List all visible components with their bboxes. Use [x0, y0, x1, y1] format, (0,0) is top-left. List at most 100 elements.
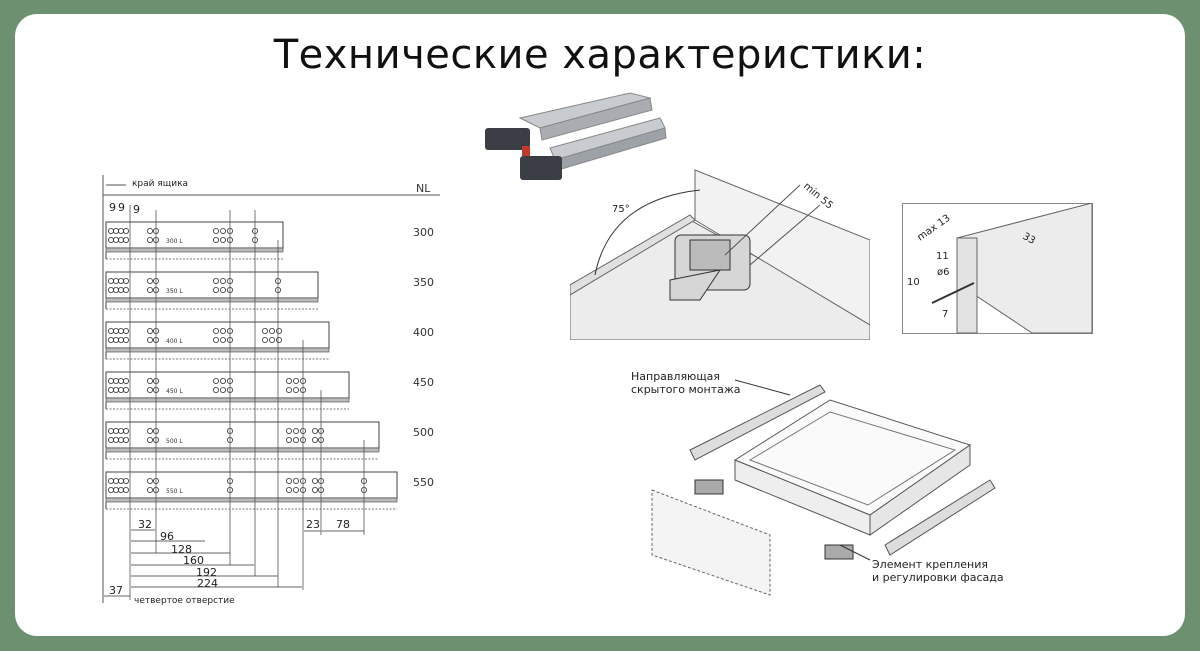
mounting-hole — [146, 486, 153, 493]
dim-10-label: 10 — [907, 277, 920, 288]
mounting-hole — [146, 227, 153, 234]
mounting-hole — [212, 236, 219, 243]
rail-nl-label: 550 — [413, 476, 434, 489]
mounting-hole — [123, 286, 130, 293]
mounting-hole — [311, 427, 318, 434]
fastener-label-line-1: Элемент крепления — [872, 558, 988, 571]
dim-9a: 9 — [109, 201, 116, 214]
mounting-hole — [285, 436, 292, 443]
dim-32: 32 — [138, 518, 152, 531]
dim-11-label: 11 — [936, 251, 949, 262]
mounting-hole — [146, 377, 153, 384]
fastener-label: Элемент крепления и регулировки фасада — [872, 558, 1004, 584]
dim-192: 192 — [196, 566, 217, 579]
dim-9c: 9 — [133, 203, 140, 216]
rail-mark: 400 L — [166, 338, 183, 345]
mounting-hole — [219, 286, 226, 293]
mounting-hole — [292, 436, 299, 443]
mounting-hole — [285, 427, 292, 434]
mounting-hole — [292, 486, 299, 493]
mounting-hole — [268, 336, 275, 343]
runner-label: Направляющая скрытого монтажа — [631, 370, 741, 396]
dim-78: 78 — [336, 518, 350, 531]
mounting-hole — [285, 486, 292, 493]
runner-label-line-2: скрытого монтажа — [631, 383, 741, 396]
dia-6-label: ø6 — [937, 267, 949, 278]
mounting-hole — [219, 327, 226, 334]
mounting-hole — [285, 386, 292, 393]
mounting-hole — [219, 236, 226, 243]
rail-mark: 350 L — [166, 288, 183, 295]
dim-96: 96 — [160, 530, 174, 543]
mounting-hole — [212, 277, 219, 284]
mounting-hole — [123, 277, 130, 284]
dim-224: 224 — [197, 577, 218, 590]
mounting-hole — [311, 486, 318, 493]
mounting-hole — [123, 436, 130, 443]
dim-23: 23 — [306, 518, 320, 531]
rail-nl-label: 450 — [413, 376, 434, 389]
assembly-diagram — [651, 379, 996, 596]
mounting-hole — [123, 227, 130, 234]
rail-mark: 300 L — [166, 238, 183, 245]
mounting-hole — [123, 477, 130, 484]
rail-550: 550 L 550 — [105, 471, 434, 510]
mounting-hole — [219, 277, 226, 284]
mounting-hole — [212, 377, 219, 384]
nl-header: NL — [416, 182, 431, 195]
rail-nl-label: 500 — [413, 426, 434, 439]
page-title: Технические характеристики: — [273, 32, 927, 78]
mounting-hole — [123, 386, 130, 393]
rail-mark: 500 L — [166, 438, 183, 445]
mounting-hole — [146, 477, 153, 484]
mounting-hole — [219, 336, 226, 343]
mounting-hole — [146, 286, 153, 293]
mounting-hole — [146, 436, 153, 443]
mounting-hole — [212, 336, 219, 343]
mounting-hole — [146, 386, 153, 393]
mounting-hole — [311, 477, 318, 484]
mounting-hole — [146, 427, 153, 434]
mounting-hole — [292, 477, 299, 484]
drilling-detail-diagram: max 13 33 11 10 ø6 7 — [902, 203, 1093, 334]
mounting-hole — [123, 327, 130, 334]
rail-450: 450 L 450 — [105, 371, 434, 410]
rail-nl-label: 400 — [413, 326, 434, 339]
mounting-hole — [285, 477, 292, 484]
mounting-hole — [212, 386, 219, 393]
dim-37: 37 — [109, 584, 123, 597]
rail-mark: 550 L — [166, 488, 183, 495]
mounting-hole — [311, 436, 318, 443]
mounting-hole — [123, 236, 130, 243]
rail-400: 400 L 400 — [105, 321, 434, 360]
mounting-hole — [146, 277, 153, 284]
mounting-hole — [123, 377, 130, 384]
dim-7-label: 7 — [942, 309, 948, 320]
mounting-hole — [212, 286, 219, 293]
rail-500: 500 L 500 — [105, 421, 434, 460]
mounting-hole — [268, 327, 275, 334]
runner-product-image — [485, 92, 667, 180]
mounting-hole — [219, 377, 226, 384]
dim-160: 160 — [183, 554, 204, 567]
mounting-hole — [292, 386, 299, 393]
mounting-hole — [146, 327, 153, 334]
mounting-hole — [261, 336, 268, 343]
mounting-hole — [292, 427, 299, 434]
mounting-hole — [285, 377, 292, 384]
mounting-hole — [275, 327, 282, 334]
dim-128: 128 — [171, 543, 192, 556]
mounting-hole — [123, 336, 130, 343]
mounting-hole — [219, 386, 226, 393]
mounting-hole — [146, 236, 153, 243]
rail-mark: 450 L — [166, 388, 183, 395]
mounting-hole — [123, 427, 130, 434]
angle-label: 75° — [612, 204, 630, 215]
mounting-hole — [275, 336, 282, 343]
runner-label-line-1: Направляющая — [631, 370, 721, 383]
edge-label: край ящика — [132, 179, 188, 189]
mounting-diagram: 75° min 55 — [570, 169, 870, 340]
mounting-hole — [261, 327, 268, 334]
